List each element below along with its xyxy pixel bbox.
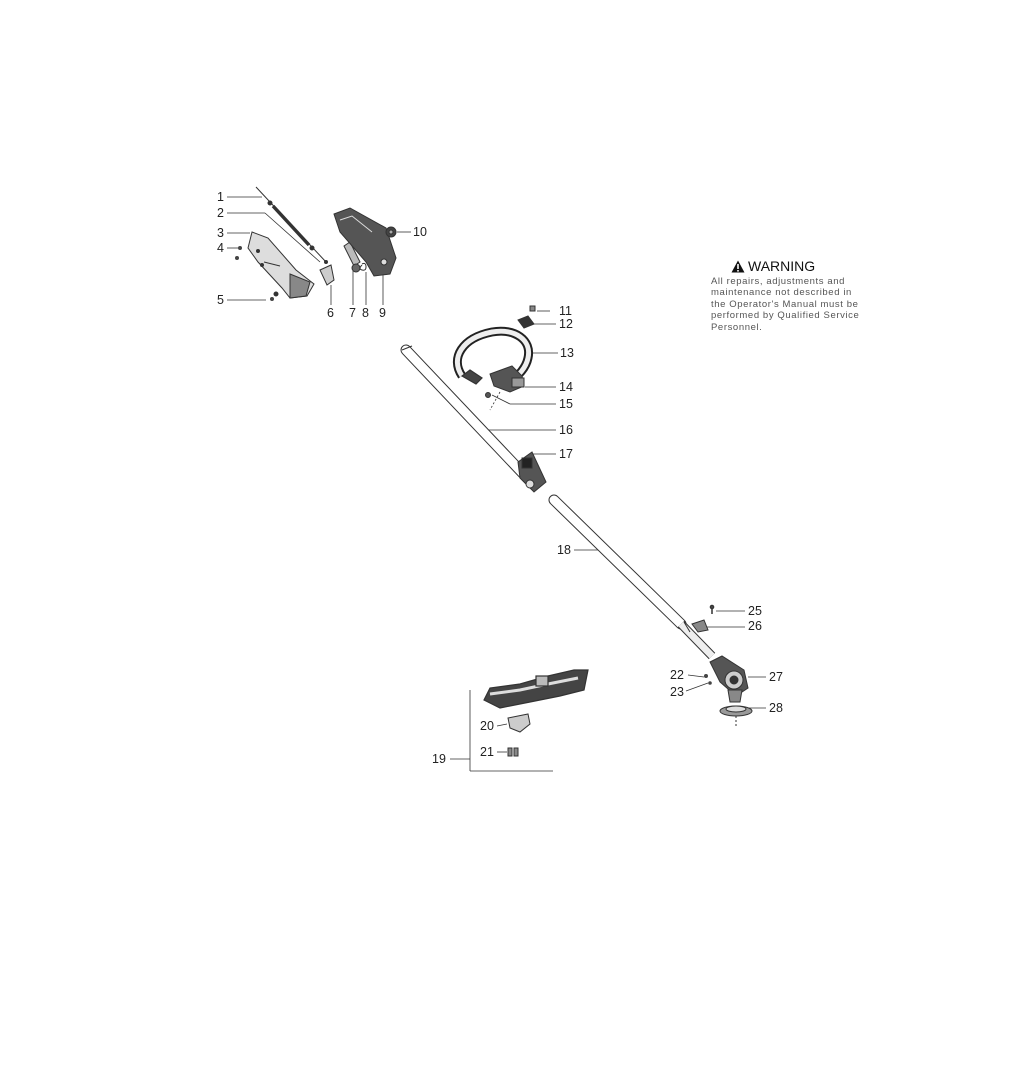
callout-25: 25	[748, 604, 762, 618]
callout-23: 23	[670, 685, 684, 699]
screws-part-21	[507, 747, 519, 757]
callout-13: 13	[560, 346, 574, 360]
handle-clamp-part-14	[489, 365, 525, 393]
callout-18: 18	[557, 543, 571, 557]
screw-part-5	[270, 297, 274, 301]
warning-title: WARNING	[748, 258, 816, 274]
trigger-part-6	[319, 264, 335, 286]
callout-14: 14	[559, 380, 573, 394]
callout-2: 2	[217, 206, 224, 220]
callout-21: 21	[480, 745, 494, 759]
callout-20: 20	[480, 719, 494, 733]
callout-27: 27	[769, 670, 783, 684]
handle-housing-part-9	[333, 207, 397, 277]
knob-part-12	[517, 315, 535, 329]
cap-part-10	[385, 226, 397, 238]
callout-12: 12	[559, 317, 573, 331]
front-handle-part-13	[452, 326, 534, 385]
callout-28: 28	[769, 701, 783, 715]
bolt-part-11	[529, 305, 536, 312]
callout-4: 4	[217, 241, 224, 255]
clip-part-26	[691, 619, 709, 633]
screw-part-4	[235, 246, 242, 260]
coupler-part-17	[517, 451, 547, 493]
warning-heading: WARNING	[731, 258, 871, 274]
screw-part-23	[708, 681, 712, 685]
callout-11: 11	[559, 304, 572, 318]
guard-part-19	[483, 669, 589, 709]
callout-5: 5	[217, 293, 224, 307]
callout-26: 26	[748, 619, 762, 633]
warning-text: All repairs, adjustments and maintenance…	[711, 276, 860, 333]
gearhead-part-27	[709, 655, 749, 703]
callout-17: 17	[559, 447, 573, 461]
warning-triangle-icon	[731, 260, 745, 272]
throttle-cable-part-1	[255, 186, 328, 264]
callout-19: 19	[432, 752, 446, 766]
screw-part-25	[709, 604, 715, 614]
callout-15: 15	[559, 397, 573, 411]
screw-part-22	[704, 674, 708, 678]
warning-notice: WARNING All repairs, adjustments and mai…	[711, 258, 871, 333]
callout-22: 22	[670, 668, 684, 682]
rear-grip-housing-part-3	[247, 231, 315, 299]
callout-3: 3	[217, 226, 224, 240]
lower-shaft-part-18	[548, 494, 716, 660]
callout-6: 6	[327, 306, 334, 320]
callout-1: 1	[217, 190, 224, 204]
callout-9: 9	[379, 306, 386, 320]
spring-part-8	[359, 262, 367, 271]
callout-10: 10	[413, 225, 427, 239]
cup-washer-part-28	[719, 705, 753, 728]
callout-16: 16	[559, 423, 573, 437]
nut-part-15	[485, 392, 491, 398]
callout-8: 8	[362, 306, 369, 320]
line-cutter-part-20	[507, 713, 531, 733]
callout-7: 7	[349, 306, 356, 320]
upper-shaft-part-16	[400, 344, 537, 488]
